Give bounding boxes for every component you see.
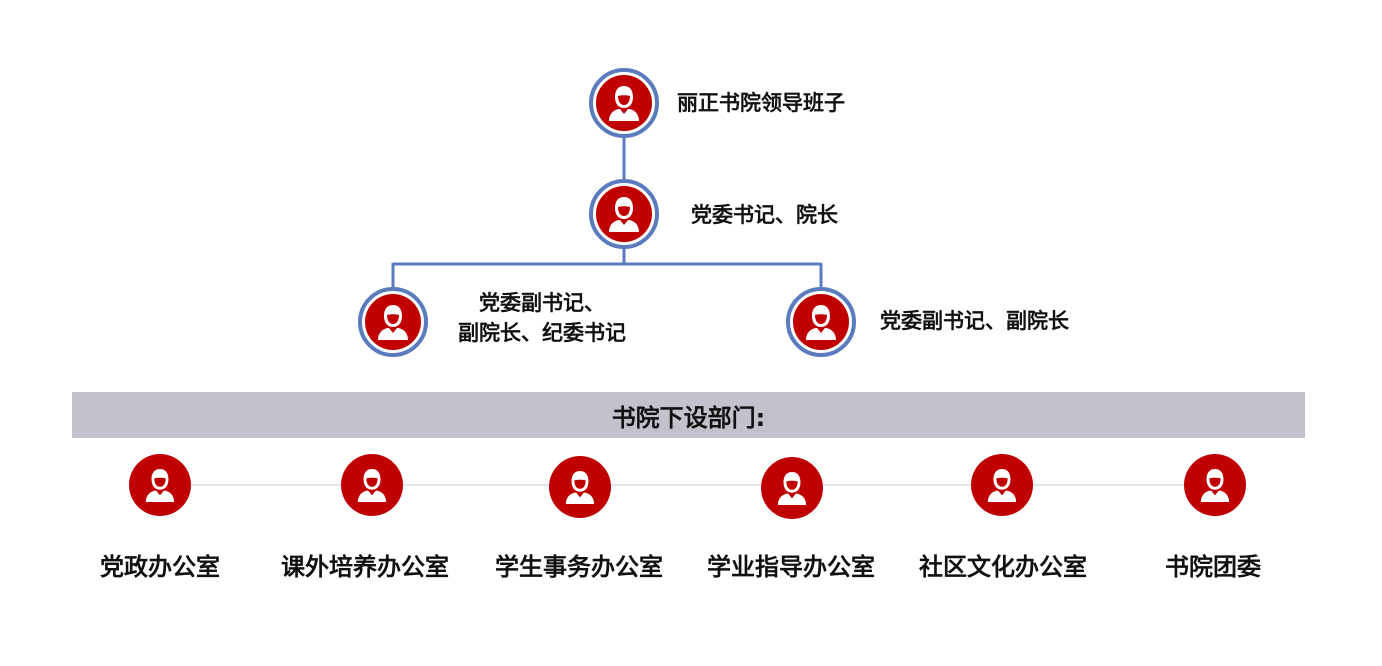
deputy-right-node xyxy=(786,287,856,357)
person-icon xyxy=(761,457,823,519)
departments-banner: 书院下设部门: xyxy=(72,392,1305,438)
secretary-label: 党委书记、院长 xyxy=(691,203,838,227)
leadership-top-label: 丽正书院领导班子 xyxy=(677,91,845,115)
deputy-left-label-line1: 党委副书记、 xyxy=(479,291,605,315)
deputy-left-label: 党委副书记、 副院长、纪委书记 xyxy=(436,288,648,348)
person-icon xyxy=(596,75,652,131)
departments-heading: 书院下设部门: xyxy=(611,403,766,432)
person-icon xyxy=(341,454,403,516)
person-icon xyxy=(365,294,421,350)
person-icon xyxy=(129,454,191,516)
department-label: 社区文化办公室 xyxy=(919,553,1087,581)
department-label: 课外培养办公室 xyxy=(281,553,449,581)
department-label: 学生事务办公室 xyxy=(495,553,663,581)
department-label: 党政办公室 xyxy=(100,553,220,581)
person-icon xyxy=(549,456,611,518)
person-icon xyxy=(971,454,1033,516)
person-icon xyxy=(1184,454,1246,516)
secretary-node xyxy=(589,179,659,249)
person-icon xyxy=(793,294,849,350)
deputy-left-label-line2: 副院长、纪委书记 xyxy=(458,321,626,345)
department-label: 书院团委 xyxy=(1165,553,1261,581)
deputy-right-label: 党委副书记、副院长 xyxy=(880,309,1069,333)
deputy-left-node xyxy=(358,287,428,357)
department-label: 学业指导办公室 xyxy=(707,553,875,581)
leadership-top-node xyxy=(589,68,659,138)
person-icon xyxy=(596,186,652,242)
